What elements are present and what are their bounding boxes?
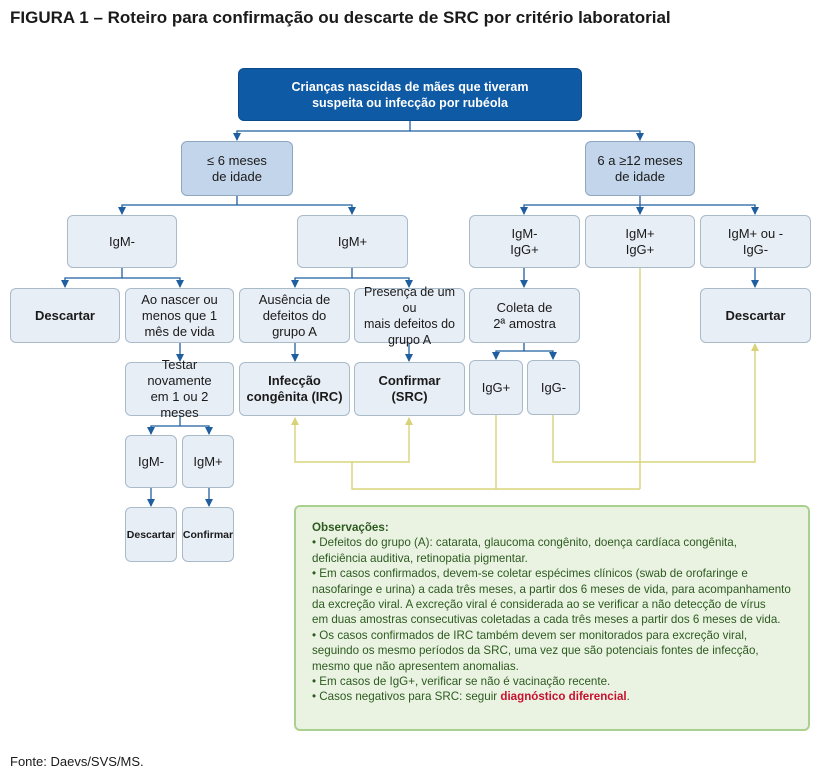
age-6to12-node: 6 a ≥12 meses de idade [585,141,695,196]
igm-neg-small-node: IgM- [125,435,177,488]
igm-pos-igg-pos-node: IgM+ IgG+ [585,215,695,268]
arrow-root-le6 [233,121,411,141]
arrow-coleta-iggneg [524,350,557,360]
observation-item: • Os casos confirmados de IRC também dev… [312,628,759,673]
presenca-defeitos-node: Presença de um ou mais defeitos do grupo… [354,285,465,347]
ausencia-defeitos-node: Ausência de defeitos do grupo A [239,288,350,343]
arrow-6to12-a [520,196,641,215]
descartar-small-node: Descartar [125,507,177,562]
observations-box: Observações: • Defeitos do grupo (A): ca… [294,505,810,731]
observations-title: Observações: [312,521,389,534]
arrow-testar-igmpos [180,425,213,435]
igm-pos-small-node: IgM+ [182,435,234,488]
confirmar-small-node: Confirmar [182,507,234,562]
igm-neg-node: IgM- [67,215,177,268]
arrow-coleta-iggpos [492,343,525,360]
arrow-le6-igmneg [118,196,238,215]
descartar-node-2: Descartar [700,288,811,343]
observation-item: • Defeitos do grupo (A): catarata, glauc… [312,536,737,565]
yellow-to-infeccao [291,417,640,490]
arrow-le6-igmpos [237,204,356,215]
observation-last-suffix: . [626,690,630,704]
figure-label: FIGURA 1 [10,8,89,27]
arrow-igmneg-descartar [61,268,123,288]
observation-item: • Em casos confirmados, devem-se coletar… [312,567,791,627]
figure-title: FIGURA 1 – Roteiro para confirmação ou d… [10,8,671,28]
igg-pos-node: IgG+ [469,360,523,415]
source-note: Fonte: Daevs/SVS/MS. [10,754,144,769]
infeccao-congenita-node: Infecção congênita (IRC) [239,362,350,416]
arrow-6to12-c [640,204,759,215]
arrow-root-6to12 [410,130,644,141]
observation-last-prefix: • Casos negativos para SRC: seguir [312,690,501,704]
observation-item: • Em casos de IgG+, verificar se não é v… [312,675,611,689]
figure-caption: – Roteiro para confirmação ou descarte d… [88,8,671,27]
yellow-to-confirmar [352,417,413,463]
descartar-node-1: Descartar [10,288,120,343]
confirmar-src-node: Confirmar (SRC) [354,362,465,416]
testar-novamente-node: Testar novamente em 1 ou 2 meses [125,357,234,420]
igm-neg-igg-pos-node: IgM- IgG+ [469,215,580,268]
arrow-igmpos-ausencia [291,268,353,288]
coleta-amostra-node: Coleta de 2ª amostra [469,288,580,343]
yellow-to-descartar2 [552,343,759,463]
igg-neg-node: IgG- [527,360,580,415]
arrow-igmneg-aonascer [122,277,184,288]
observation-item-last: • Casos negativos para SRC: seguir diagn… [312,689,796,704]
age-le6-node: ≤ 6 meses de idade [181,141,293,196]
igm-pos-or-neg-igg-neg-node: IgM+ ou - IgG- [700,215,811,268]
diagnostico-diferencial-link: diagnóstico diferencial [500,690,627,704]
ao-nascer-node: Ao nascer ou menos que 1 mês de vida [125,288,234,343]
igm-pos-node: IgM+ [297,215,408,268]
root-node: Crianças nascidas de mães que tiveram su… [238,68,582,121]
